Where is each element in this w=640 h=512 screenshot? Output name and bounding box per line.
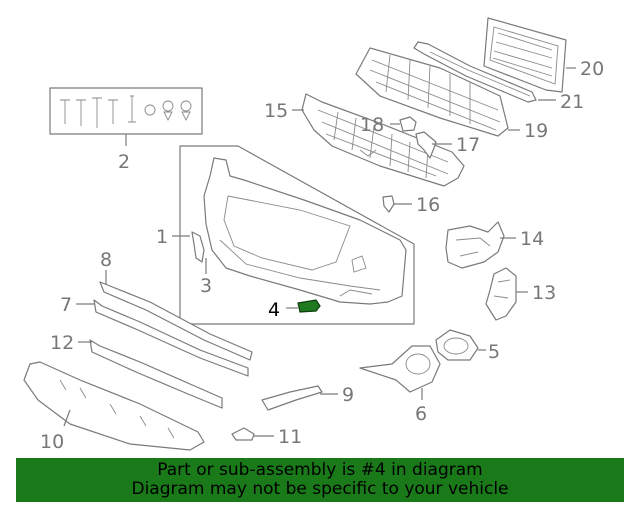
callout-6: 6 (415, 403, 427, 425)
info-banner: Part or sub-assembly is #4 in diagram Di… (16, 458, 624, 502)
callout-2: 2 (118, 151, 130, 173)
callout-5: 5 (488, 341, 500, 363)
part-7-strip (93, 299, 249, 377)
callout-12: 12 (50, 332, 74, 354)
callout-labels: 1 2 3 4 5 6 7 8 9 10 11 12 13 14 15 16 1… (40, 58, 604, 453)
part-6-cover (359, 345, 441, 393)
callout-16: 16 (416, 194, 440, 216)
part-18-clip (399, 116, 417, 132)
part-11-clip (231, 427, 255, 441)
callout-10: 10 (40, 431, 64, 453)
part-8-strip (99, 281, 253, 361)
callout-21: 21 (560, 91, 584, 113)
callout-9: 9 (342, 384, 354, 406)
banner-line-1: Part or sub-assembly is #4 in diagram (157, 460, 483, 480)
part-14-bracket (445, 221, 505, 269)
callout-3: 3 (200, 275, 212, 297)
leader-lines (63, 67, 576, 437)
callout-20: 20 (580, 58, 604, 80)
part-19-grille-mesh (355, 47, 509, 137)
callout-8: 8 (100, 249, 112, 271)
banner-line-2: Diagram may not be specific to your vehi… (131, 479, 509, 499)
part-20-grille-insert (483, 17, 567, 93)
callout-4: 4 (268, 299, 280, 321)
part-16-clip (382, 195, 395, 213)
part-17-bracket (415, 131, 437, 159)
part-12-strip (89, 339, 223, 409)
part-9-bracket (261, 385, 323, 411)
part-21-strip (413, 41, 537, 103)
callout-13: 13 (532, 282, 556, 304)
callout-18: 18 (360, 114, 384, 136)
callout-7: 7 (60, 294, 72, 316)
part-13-bracket (485, 267, 517, 321)
part-4-highlighted (297, 299, 321, 313)
callout-1: 1 (156, 226, 168, 248)
callout-15: 15 (264, 100, 288, 122)
part-10-under-tray (23, 361, 205, 451)
part-5-bezel (435, 329, 479, 361)
callout-17: 17 (456, 134, 480, 156)
part-3-bracket (191, 231, 205, 263)
part-2-fasteners (49, 87, 203, 135)
callout-19: 19 (524, 120, 548, 142)
part-1-bumper-cover (179, 145, 415, 325)
callout-11: 11 (278, 426, 302, 448)
callout-14: 14 (520, 228, 544, 250)
